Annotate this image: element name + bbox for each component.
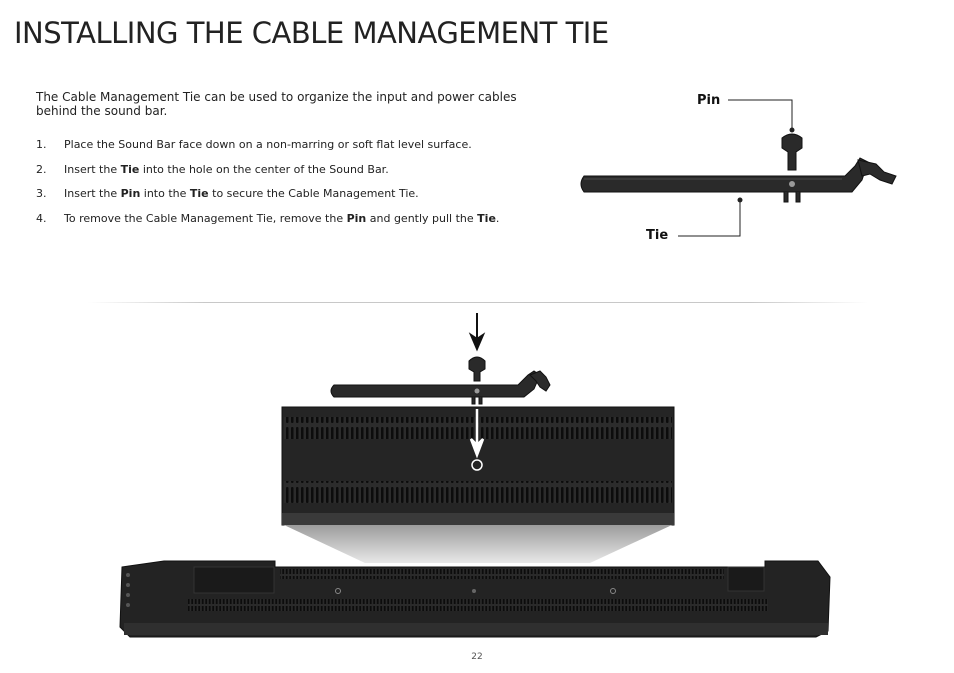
step-text: Insert the Pin into the Tie to secure th… (64, 187, 419, 200)
soundbar-left-port (193, 566, 275, 594)
soundbar-grille-lower (188, 599, 768, 611)
magnified-lip (282, 513, 674, 525)
arrow-down-icon (468, 313, 486, 352)
magnification-beam (284, 525, 672, 563)
step-number: 4. (36, 211, 47, 225)
step-item: 1. Place the Sound Bar face down on a non… (36, 138, 499, 163)
tie-leader-dot (737, 197, 743, 203)
pin-label: Pin (697, 93, 721, 108)
step-segment: To remove the Cable Management Tie, remo… (64, 211, 347, 225)
button-icon (126, 593, 130, 597)
button-icon (126, 603, 130, 607)
intro-paragraph: The Cable Management Tie can be used to … (36, 90, 517, 118)
step-keyword: Tie (120, 162, 140, 176)
step-segment: Place the Sound Bar face down on a non-m… (64, 138, 472, 151)
step-text: Insert the Tie into the hole on the cent… (64, 163, 389, 176)
step-segment: into the hole on the center of the Sound… (139, 162, 389, 176)
tie-legs (471, 397, 483, 405)
button-icon (126, 573, 130, 577)
screw-icon (610, 588, 616, 594)
mount-hole (471, 459, 483, 471)
grille-lower (284, 481, 672, 503)
installation-svg (119, 313, 831, 638)
step-item: 3. Insert the Pin into the Tie to secure … (36, 187, 499, 212)
tie-hole (474, 388, 480, 394)
step-text: To remove the Cable Management Tie, remo… (64, 212, 499, 225)
pin-leader-line (728, 99, 793, 130)
tie-strap (330, 370, 541, 398)
step-keyword: Tie (477, 211, 496, 225)
step-keyword: Tie (189, 187, 209, 200)
page-title: INSTALLING THE CABLE MANAGEMENT TIE (14, 16, 609, 50)
screw-icon (335, 588, 341, 594)
tie-clip (529, 370, 551, 392)
step-segment: into the (140, 187, 190, 200)
step-segment: Insert the (64, 187, 121, 200)
button-icon (126, 583, 130, 587)
pin-part (468, 356, 486, 382)
installation-illustration (110, 305, 840, 645)
step-segment: Insert the (64, 162, 121, 176)
soundbar-bottom-edge (124, 623, 828, 635)
step-number: 1. (36, 138, 47, 151)
step-keyword: Pin (346, 211, 367, 225)
tie-hole (789, 181, 795, 187)
step-keyword: Pin (120, 187, 141, 200)
tie-label: Tie (646, 228, 669, 243)
section-divider (88, 302, 868, 303)
soundbar-right-port (727, 566, 765, 592)
step-text: Place the Sound Bar face down on a non-m… (64, 138, 472, 151)
tie-legs (783, 192, 801, 203)
step-number: 3. (36, 187, 47, 200)
tie-clip (857, 159, 897, 185)
center-hole-marker (472, 589, 476, 593)
parts-diagram (570, 80, 910, 255)
soundbar-grille-upper (280, 569, 724, 579)
step-item: 4. To remove the Cable Management Tie, re… (36, 212, 499, 237)
page-number: 22 (471, 652, 483, 662)
instruction-steps: 1. Place the Sound Bar face down on a non… (36, 138, 499, 236)
parts-illustration (580, 99, 897, 237)
tie-leader-line (678, 200, 741, 237)
step-segment: . (495, 211, 500, 225)
insert-arrow-icon (469, 409, 485, 459)
tie-strap (580, 157, 869, 193)
step-item: 2. Insert the Tie into the hole on the ce… (36, 163, 499, 188)
step-number: 2. (36, 162, 47, 176)
pin-leader-dot (789, 127, 795, 133)
step-segment: to secure the Cable Management Tie. (208, 187, 419, 200)
pin-part (781, 133, 803, 171)
step-segment: and gently pull the (366, 211, 478, 225)
